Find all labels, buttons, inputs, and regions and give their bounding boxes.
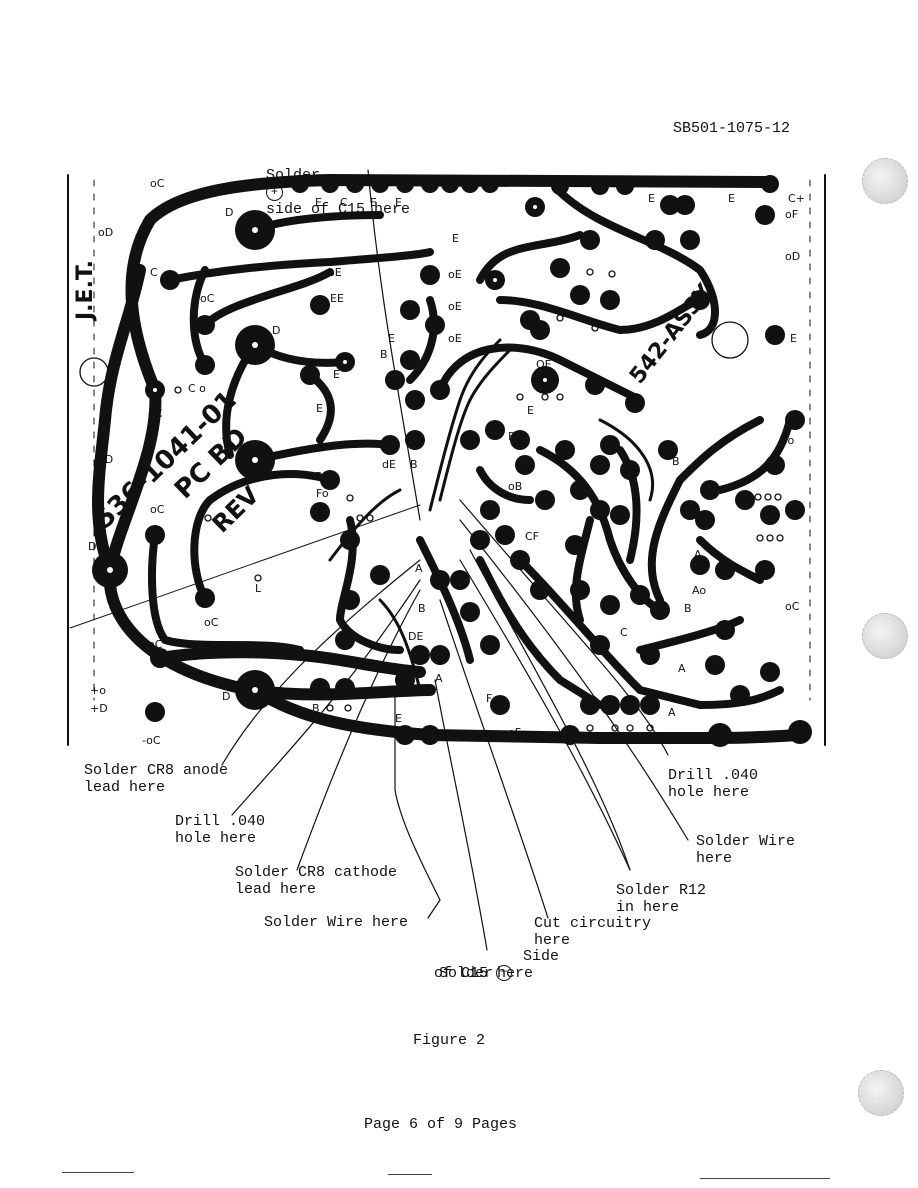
svg-text:-oC: -oC — [142, 734, 161, 747]
svg-text:E: E — [728, 192, 735, 205]
callout-cut-circuitry: Cut circuitry here — [534, 915, 652, 949]
svg-text:B: B — [508, 430, 516, 443]
board-maker: J.E.T. — [73, 260, 98, 322]
svg-text:C: C — [150, 266, 158, 279]
callout-c15-minus: Solder− — [421, 948, 515, 982]
svg-text:DE: DE — [408, 630, 423, 643]
svg-text:Ao: Ao — [692, 584, 706, 597]
svg-text:oC: oC — [204, 616, 219, 629]
callout-c15-plus: Solder + side of C15 here — [248, 150, 410, 218]
svg-text:CF: CF — [525, 530, 539, 543]
svg-text:oF: oF — [508, 726, 521, 739]
svg-text:oC: oC — [148, 638, 163, 651]
svg-text:D: D — [225, 206, 233, 219]
svg-text:D: D — [224, 440, 232, 453]
callout-c15-plus-pre: Solder — [266, 167, 321, 184]
callout-c15-plus-post: side of C15 here — [266, 201, 411, 219]
svg-text:OE: OE — [536, 358, 552, 371]
svg-text:C: C — [340, 196, 348, 209]
svg-text:Fo: Fo — [316, 487, 329, 500]
svg-text:Fo: Fo — [315, 470, 328, 483]
svg-text:E: E — [395, 712, 402, 725]
svg-text:oD: oD — [98, 226, 113, 239]
callout-cr8-anode: Solder CR8 anode lead here — [84, 762, 229, 796]
svg-text:E: E — [316, 402, 323, 415]
svg-text:B: B — [418, 602, 426, 615]
svg-text:L: L — [255, 582, 262, 595]
svg-text:E: E — [790, 332, 797, 345]
svg-text:A: A — [415, 562, 423, 575]
svg-text:B: B — [672, 455, 680, 468]
svg-text:C: C — [620, 626, 628, 639]
svg-text:E: E — [527, 404, 534, 417]
svg-text:A: A — [435, 672, 443, 685]
svg-text:A: A — [678, 662, 686, 675]
svg-text:D: D — [222, 690, 230, 703]
svg-text:oC: oC — [785, 600, 800, 613]
svg-text:oE: oE — [448, 300, 462, 313]
callout-wire-right: Solder Wire here — [696, 833, 796, 867]
svg-text:oC: oC — [200, 292, 215, 305]
svg-text:E: E — [648, 192, 655, 205]
svg-text:E: E — [395, 196, 402, 209]
document-number: SB501-1075-12 — [673, 120, 791, 137]
svg-text:+o: +o — [90, 684, 106, 697]
svg-text:dE: dE — [382, 458, 396, 471]
svg-text:E: E — [388, 332, 395, 345]
svg-text:oF: oF — [785, 208, 798, 221]
svg-text:F: F — [486, 692, 492, 705]
board-revision: REV — [207, 481, 265, 539]
figure-caption: Figure 2 — [413, 1032, 486, 1049]
callout-drill-left: Drill .040 hole here — [175, 813, 266, 847]
svg-text:oD: oD — [98, 453, 113, 466]
svg-text:A: A — [668, 706, 676, 719]
punch-hole-top — [862, 158, 908, 204]
callout-c15-minus-post: Side of C15 here — [434, 948, 560, 982]
svg-text:D: D — [88, 540, 96, 553]
callout-drill-right: Drill .040 hole here — [668, 767, 759, 801]
callout-solder-r12: Solder R12 in here — [616, 882, 707, 916]
scan-rule-right — [700, 1178, 830, 1179]
svg-text:B: B — [380, 348, 388, 361]
svg-text:B: B — [410, 458, 418, 471]
svg-text:D: D — [272, 324, 280, 337]
svg-text:oD: oD — [785, 250, 800, 263]
svg-text:Bo: Bo — [780, 434, 795, 447]
callout-c15-minus-pre: Solder — [439, 965, 494, 982]
svg-text:oB: oB — [508, 480, 522, 493]
svg-text:oC: oC — [148, 407, 163, 420]
svg-text:A: A — [694, 548, 702, 561]
svg-text:E: E — [452, 232, 459, 245]
svg-text:EE: EE — [330, 292, 344, 305]
punch-hole-middle — [862, 613, 908, 659]
svg-text:C o: C o — [188, 382, 206, 395]
scan-rule-left — [62, 1172, 134, 1173]
svg-text:B: B — [312, 702, 320, 715]
svg-text:C+: C+ — [788, 192, 805, 205]
svg-text:E: E — [315, 196, 322, 209]
svg-text:oC: oC — [150, 503, 165, 516]
svg-text:Bo: Bo — [495, 530, 510, 543]
svg-text:oE: oE — [448, 268, 462, 281]
callout-cr8-cathode: Solder CR8 cathode lead here — [235, 864, 398, 898]
plus-in-circle-icon: + — [266, 184, 284, 201]
svg-text:oC: oC — [150, 177, 165, 190]
svg-text:E: E — [370, 196, 377, 209]
svg-text:+D: +D — [90, 702, 108, 715]
svg-text:oE: oE — [328, 266, 342, 279]
scan-rule-mid — [388, 1174, 432, 1175]
svg-text:E: E — [333, 368, 340, 381]
svg-text:oE: oE — [448, 332, 462, 345]
page-footer: Page 6 of 9 Pages — [364, 1116, 518, 1133]
punch-hole-bottom — [858, 1070, 904, 1116]
callout-wire-left: Solder Wire here — [264, 914, 409, 931]
svg-text:B: B — [684, 602, 692, 615]
minus-in-circle-icon: − — [496, 965, 513, 982]
